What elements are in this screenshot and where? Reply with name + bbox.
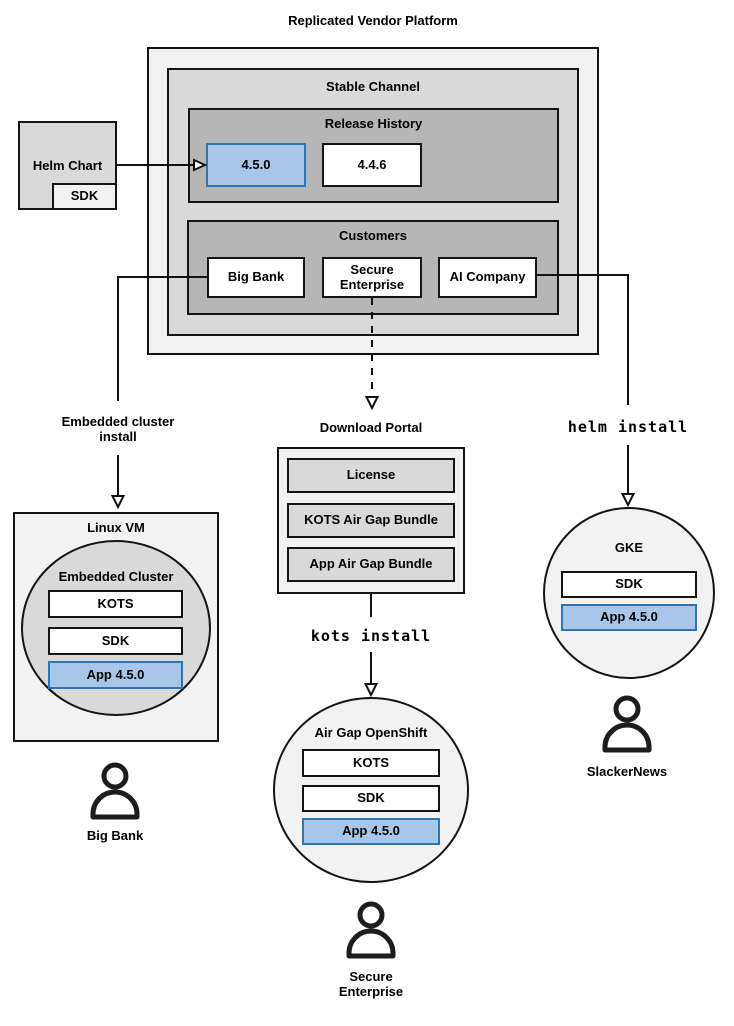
release-node-current: 4.5.0 — [206, 143, 306, 187]
component-sdk: SDK — [561, 571, 697, 598]
helm-chart-label: Helm Chart — [32, 158, 103, 173]
helm-chart-sdk-box: SDK — [52, 183, 117, 210]
arrowhead-down-icon — [363, 683, 379, 698]
component-app: App 4.5.0 — [302, 818, 440, 845]
arrowhead-down-icon — [110, 495, 126, 510]
component-app: App 4.5.0 — [561, 604, 697, 631]
component-kots: KOTS — [302, 749, 440, 777]
diagram-title: Replicated Vendor Platform — [288, 13, 458, 28]
arrowhead-down-icon — [364, 396, 380, 411]
customers-label: Customers — [339, 228, 407, 243]
stable-channel-label: Stable Channel — [326, 79, 420, 94]
linux-vm-label: Linux VM — [87, 520, 145, 535]
embedded-install-label: Embedded cluster install — [61, 414, 175, 444]
gke-label: GKE — [614, 540, 644, 555]
portal-item-kots-bundle: KOTS Air Gap Bundle — [287, 503, 455, 538]
big-bank-user-label: Big Bank — [86, 828, 144, 843]
release-node-previous: 4.4.6 — [322, 143, 422, 187]
component-sdk: SDK — [302, 785, 440, 812]
arrowhead-down-icon — [620, 493, 636, 508]
secure-enterprise-person-icon — [346, 901, 396, 959]
slackernews-user-label: SlackerNews — [586, 764, 668, 779]
big-bank-person-icon — [90, 762, 140, 820]
customer-node-secure-enterprise: Secure Enterprise — [322, 257, 422, 298]
release-history-label: Release History — [324, 116, 423, 131]
customer-node-big-bank: Big Bank — [207, 257, 305, 298]
kots-install-label: kots install — [310, 627, 432, 645]
airgap-openshift-label: Air Gap OpenShift — [314, 725, 428, 740]
slackernews-person-icon — [602, 695, 652, 753]
component-app: App 4.5.0 — [48, 661, 183, 689]
portal-item-license: License — [287, 458, 455, 493]
component-kots: KOTS — [48, 590, 183, 618]
component-sdk: SDK — [48, 627, 183, 655]
download-portal-label: Download Portal — [319, 420, 423, 435]
customer-node-ai-company: AI Company — [438, 257, 537, 298]
embedded-cluster-label: Embedded Cluster — [58, 569, 174, 584]
secure-enterprise-user-label: Secure Enterprise — [338, 969, 404, 999]
portal-item-app-bundle: App Air Gap Bundle — [287, 547, 455, 582]
helm-install-label: helm install — [567, 418, 689, 436]
